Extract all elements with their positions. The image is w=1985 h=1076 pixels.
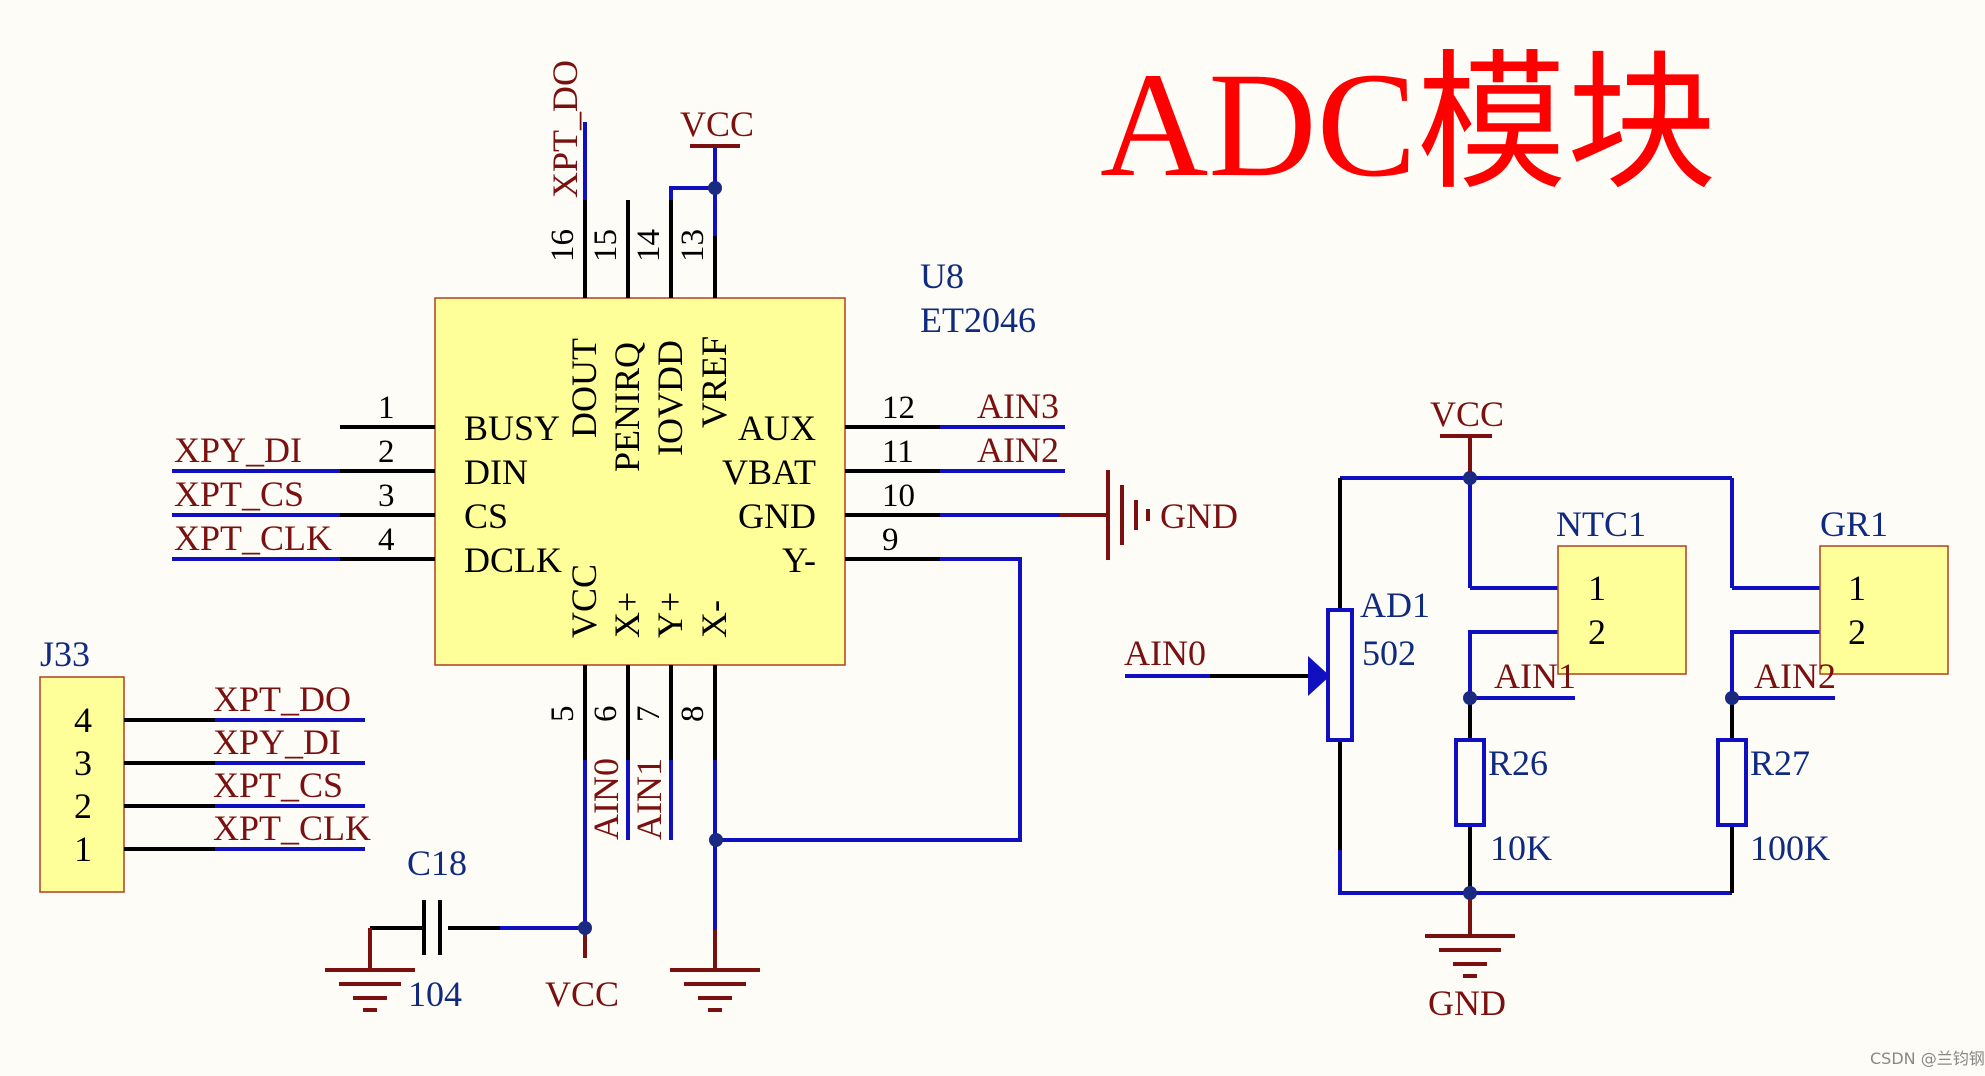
j33-pins bbox=[124, 718, 365, 851]
u8-pin-gnd: GND bbox=[738, 496, 816, 536]
ad1-ref: AD1 bbox=[1360, 585, 1430, 625]
u8-pin-x-minus: X- bbox=[694, 600, 734, 638]
gr1-pin-2: 2 bbox=[1848, 612, 1866, 652]
net-label-xpt-cs: XPT_CS bbox=[174, 474, 304, 514]
u8-pin-5-num: 5 bbox=[545, 706, 581, 723]
u8-pin-y-plus: Y+ bbox=[650, 592, 690, 638]
u8-pin-vref: VREF bbox=[694, 336, 734, 428]
net-label-xpt-do-top: XPT_DO bbox=[545, 60, 585, 198]
junction-gnd-right bbox=[1463, 886, 1477, 900]
junction-vcc-right bbox=[1463, 471, 1477, 485]
u8-pin-10-num: 10 bbox=[882, 478, 915, 514]
j33-ref: J33 bbox=[40, 634, 90, 674]
r26-value: 10K bbox=[1490, 828, 1552, 868]
u8-pin-1-num: 1 bbox=[378, 390, 395, 426]
net-label-xpt-clk: XPT_CLK bbox=[174, 518, 332, 558]
u8-pin-2-num: 2 bbox=[378, 434, 395, 470]
u8-pin-iovdd: IOVDD bbox=[650, 340, 690, 456]
watermark-text: CSDN @兰钧钢 bbox=[1870, 1049, 1985, 1068]
u8-top-pins bbox=[583, 122, 740, 298]
ntc1-ref: NTC1 bbox=[1556, 504, 1646, 544]
j33-pin-1: 1 bbox=[74, 829, 92, 869]
j33-net-xpt-clk: XPT_CLK bbox=[213, 808, 371, 848]
ad1-wiper-arrow bbox=[1308, 656, 1330, 696]
ad1-value: 502 bbox=[1362, 633, 1416, 673]
junction-c18-vcc bbox=[578, 921, 592, 935]
vcc-label-right: VCC bbox=[1430, 394, 1504, 434]
net-label-ain0-pot: AIN0 bbox=[1124, 633, 1206, 673]
u8-pin-14-num: 14 bbox=[631, 229, 667, 262]
vcc-label-top: VCC bbox=[680, 104, 754, 144]
c18-ref: C18 bbox=[407, 843, 467, 883]
ntc1-body bbox=[1557, 545, 1687, 675]
gnd-symbol-pin8 bbox=[670, 930, 760, 1012]
j33-net-xpy-di: XPY_DI bbox=[213, 722, 341, 762]
u8-left-pins bbox=[172, 425, 435, 561]
junction-vref bbox=[708, 181, 722, 195]
u8-pin-15-num: 15 bbox=[588, 229, 624, 262]
u8-right-pins bbox=[716, 425, 1065, 842]
net-label-ain0-bottom: AIN0 bbox=[586, 758, 626, 840]
r27-ref: R27 bbox=[1750, 743, 1810, 783]
u8-pin-13-num: 13 bbox=[675, 229, 711, 262]
j33-net-xpt-do: XPT_DO bbox=[213, 679, 351, 719]
u8-pin-penirq: PENIRQ bbox=[607, 342, 647, 472]
net-label-ain2-vbat: AIN2 bbox=[977, 430, 1059, 470]
r26-ref: R26 bbox=[1488, 743, 1548, 783]
diagram-title: ADC模块 bbox=[1100, 42, 1717, 208]
j33-body bbox=[39, 676, 125, 893]
u8-ref: U8 bbox=[920, 256, 964, 296]
u8-body bbox=[434, 297, 846, 666]
u8-pin-11-num: 11 bbox=[882, 434, 914, 470]
net-label-ain3: AIN3 bbox=[977, 386, 1059, 426]
vcc-label-bottom: VCC bbox=[545, 974, 619, 1014]
u8-pin-cs: CS bbox=[464, 496, 508, 536]
u8-pin-12-num: 12 bbox=[882, 390, 915, 426]
j33-pin-4: 4 bbox=[74, 700, 92, 740]
gnd-label-pin10: GND bbox=[1160, 496, 1238, 536]
ntc1-pin-2: 2 bbox=[1588, 612, 1606, 652]
gnd-symbol-pin10 bbox=[1060, 470, 1150, 560]
gr1-ref: GR1 bbox=[1820, 504, 1888, 544]
junction-ain2 bbox=[1725, 691, 1739, 705]
u8-pin-9-num: 9 bbox=[882, 522, 899, 558]
u8-pin-3-num: 3 bbox=[378, 478, 395, 514]
r27-resistor bbox=[1716, 738, 1748, 827]
j33-pin-2: 2 bbox=[74, 786, 92, 826]
ad1-potentiometer bbox=[1326, 608, 1354, 742]
u8-bottom-pins bbox=[583, 665, 717, 930]
net-label-ain1-ntc: AIN1 bbox=[1494, 656, 1576, 696]
junction-x-minus bbox=[709, 833, 723, 847]
u8-pin-vbat: VBAT bbox=[722, 452, 816, 492]
r27-value: 100K bbox=[1750, 828, 1830, 868]
u8-pin-8-num: 8 bbox=[675, 706, 711, 723]
gr1-body bbox=[1819, 545, 1949, 675]
c18-capacitor bbox=[325, 900, 587, 1012]
gr1-pin-1: 1 bbox=[1848, 568, 1866, 608]
u8-pin-7-num: 7 bbox=[631, 706, 667, 723]
u8-pin-din: DIN bbox=[464, 452, 528, 492]
u8-pin-4-num: 4 bbox=[378, 522, 395, 558]
j33-net-xpt-cs: XPT_CS bbox=[213, 765, 343, 805]
u8-pin-x-plus: X+ bbox=[607, 592, 647, 638]
junction-ain1 bbox=[1463, 691, 1477, 705]
gnd-label-right: GND bbox=[1428, 983, 1506, 1023]
u8-part: ET2046 bbox=[920, 300, 1036, 340]
j33-pin-3: 3 bbox=[74, 743, 92, 783]
net-label-ain1-bottom: AIN1 bbox=[629, 758, 669, 840]
u8-pin-vcc: VCC bbox=[564, 564, 604, 638]
u8-pin-y-minus: Y- bbox=[782, 540, 816, 580]
u8-pin-16-num: 16 bbox=[545, 229, 581, 262]
u8-pin-dclk: DCLK bbox=[464, 540, 562, 580]
u8-pin-aux: AUX bbox=[738, 408, 816, 448]
net-label-xpy-di: XPY_DI bbox=[174, 430, 302, 470]
r26-resistor bbox=[1454, 738, 1486, 827]
net-label-ain2-gr: AIN2 bbox=[1754, 656, 1836, 696]
u8-pin-dout: DOUT bbox=[564, 338, 604, 438]
ntc1-pin-1: 1 bbox=[1588, 568, 1606, 608]
u8-pin-busy: BUSY bbox=[464, 408, 560, 448]
c18-value: 104 bbox=[408, 974, 462, 1014]
u8-pin-6-num: 6 bbox=[588, 706, 624, 723]
